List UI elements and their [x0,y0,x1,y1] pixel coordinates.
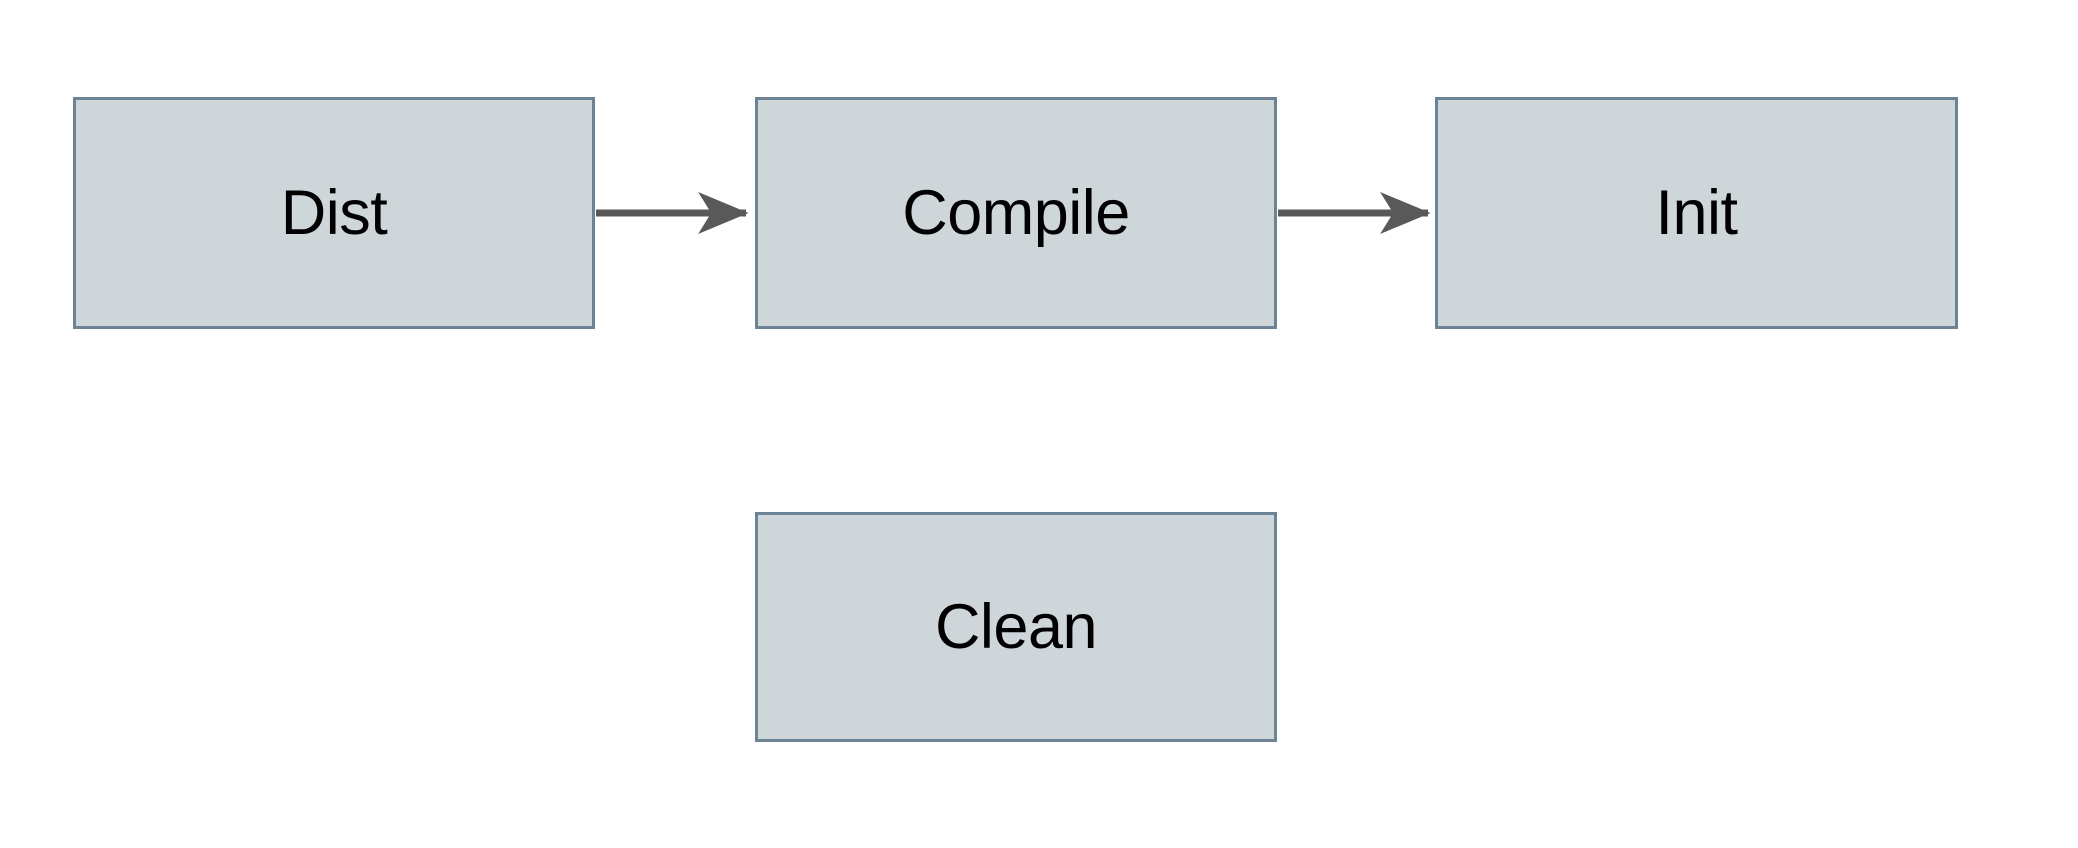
node-init[interactable]: Init [1435,97,1958,329]
node-clean[interactable]: Clean [755,512,1277,742]
node-clean-label: Clean [934,591,1098,662]
node-init-label: Init [1655,177,1738,248]
node-dist[interactable]: Dist [73,97,595,329]
node-compile-label: Compile [902,177,1130,248]
node-compile[interactable]: Compile [755,97,1277,329]
node-dist-label: Dist [280,177,388,248]
